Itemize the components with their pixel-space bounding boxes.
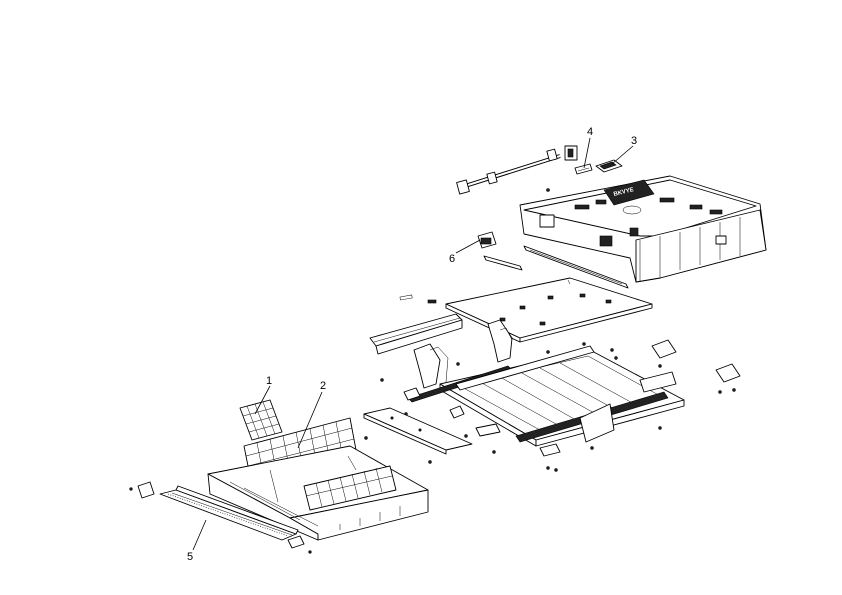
callout-label-4: 4 — [587, 126, 593, 138]
callout-label-1: 1 — [266, 375, 272, 387]
lower-flat-bar — [363, 407, 473, 455]
callout-label-3: 3 — [631, 135, 637, 147]
callout-label-6: 6 — [449, 253, 455, 265]
guide-strips — [483, 245, 629, 289]
left-channel-rail — [369, 313, 463, 355]
small-bracket-part-4 — [574, 163, 593, 175]
front-cover-part-5 — [159, 485, 299, 541]
callout-3: 3 — [611, 135, 637, 165]
callout-5: 5 — [187, 519, 207, 563]
logo-text: BKVYE — [613, 187, 635, 198]
tray-frame — [364, 339, 741, 472]
latch-part-3 — [595, 159, 623, 173]
bracket-part-6 — [477, 231, 497, 249]
callout-label-5: 5 — [187, 551, 193, 563]
callout-label-2: 2 — [320, 380, 326, 392]
callout-6: 6 — [449, 239, 481, 265]
lower-bin-assembly — [129, 399, 429, 554]
top-unit-assembly: BKVYE — [456, 145, 767, 283]
callout-4: 4 — [583, 126, 593, 169]
grid-panel-part-1 — [239, 399, 283, 441]
callout-1: 1 — [254, 375, 272, 415]
bin-body — [207, 445, 429, 541]
callout-2: 2 — [297, 380, 326, 449]
scanner-body: BKVYE — [519, 175, 767, 283]
roller-shaft — [456, 145, 578, 195]
side-hooks — [413, 319, 513, 389]
